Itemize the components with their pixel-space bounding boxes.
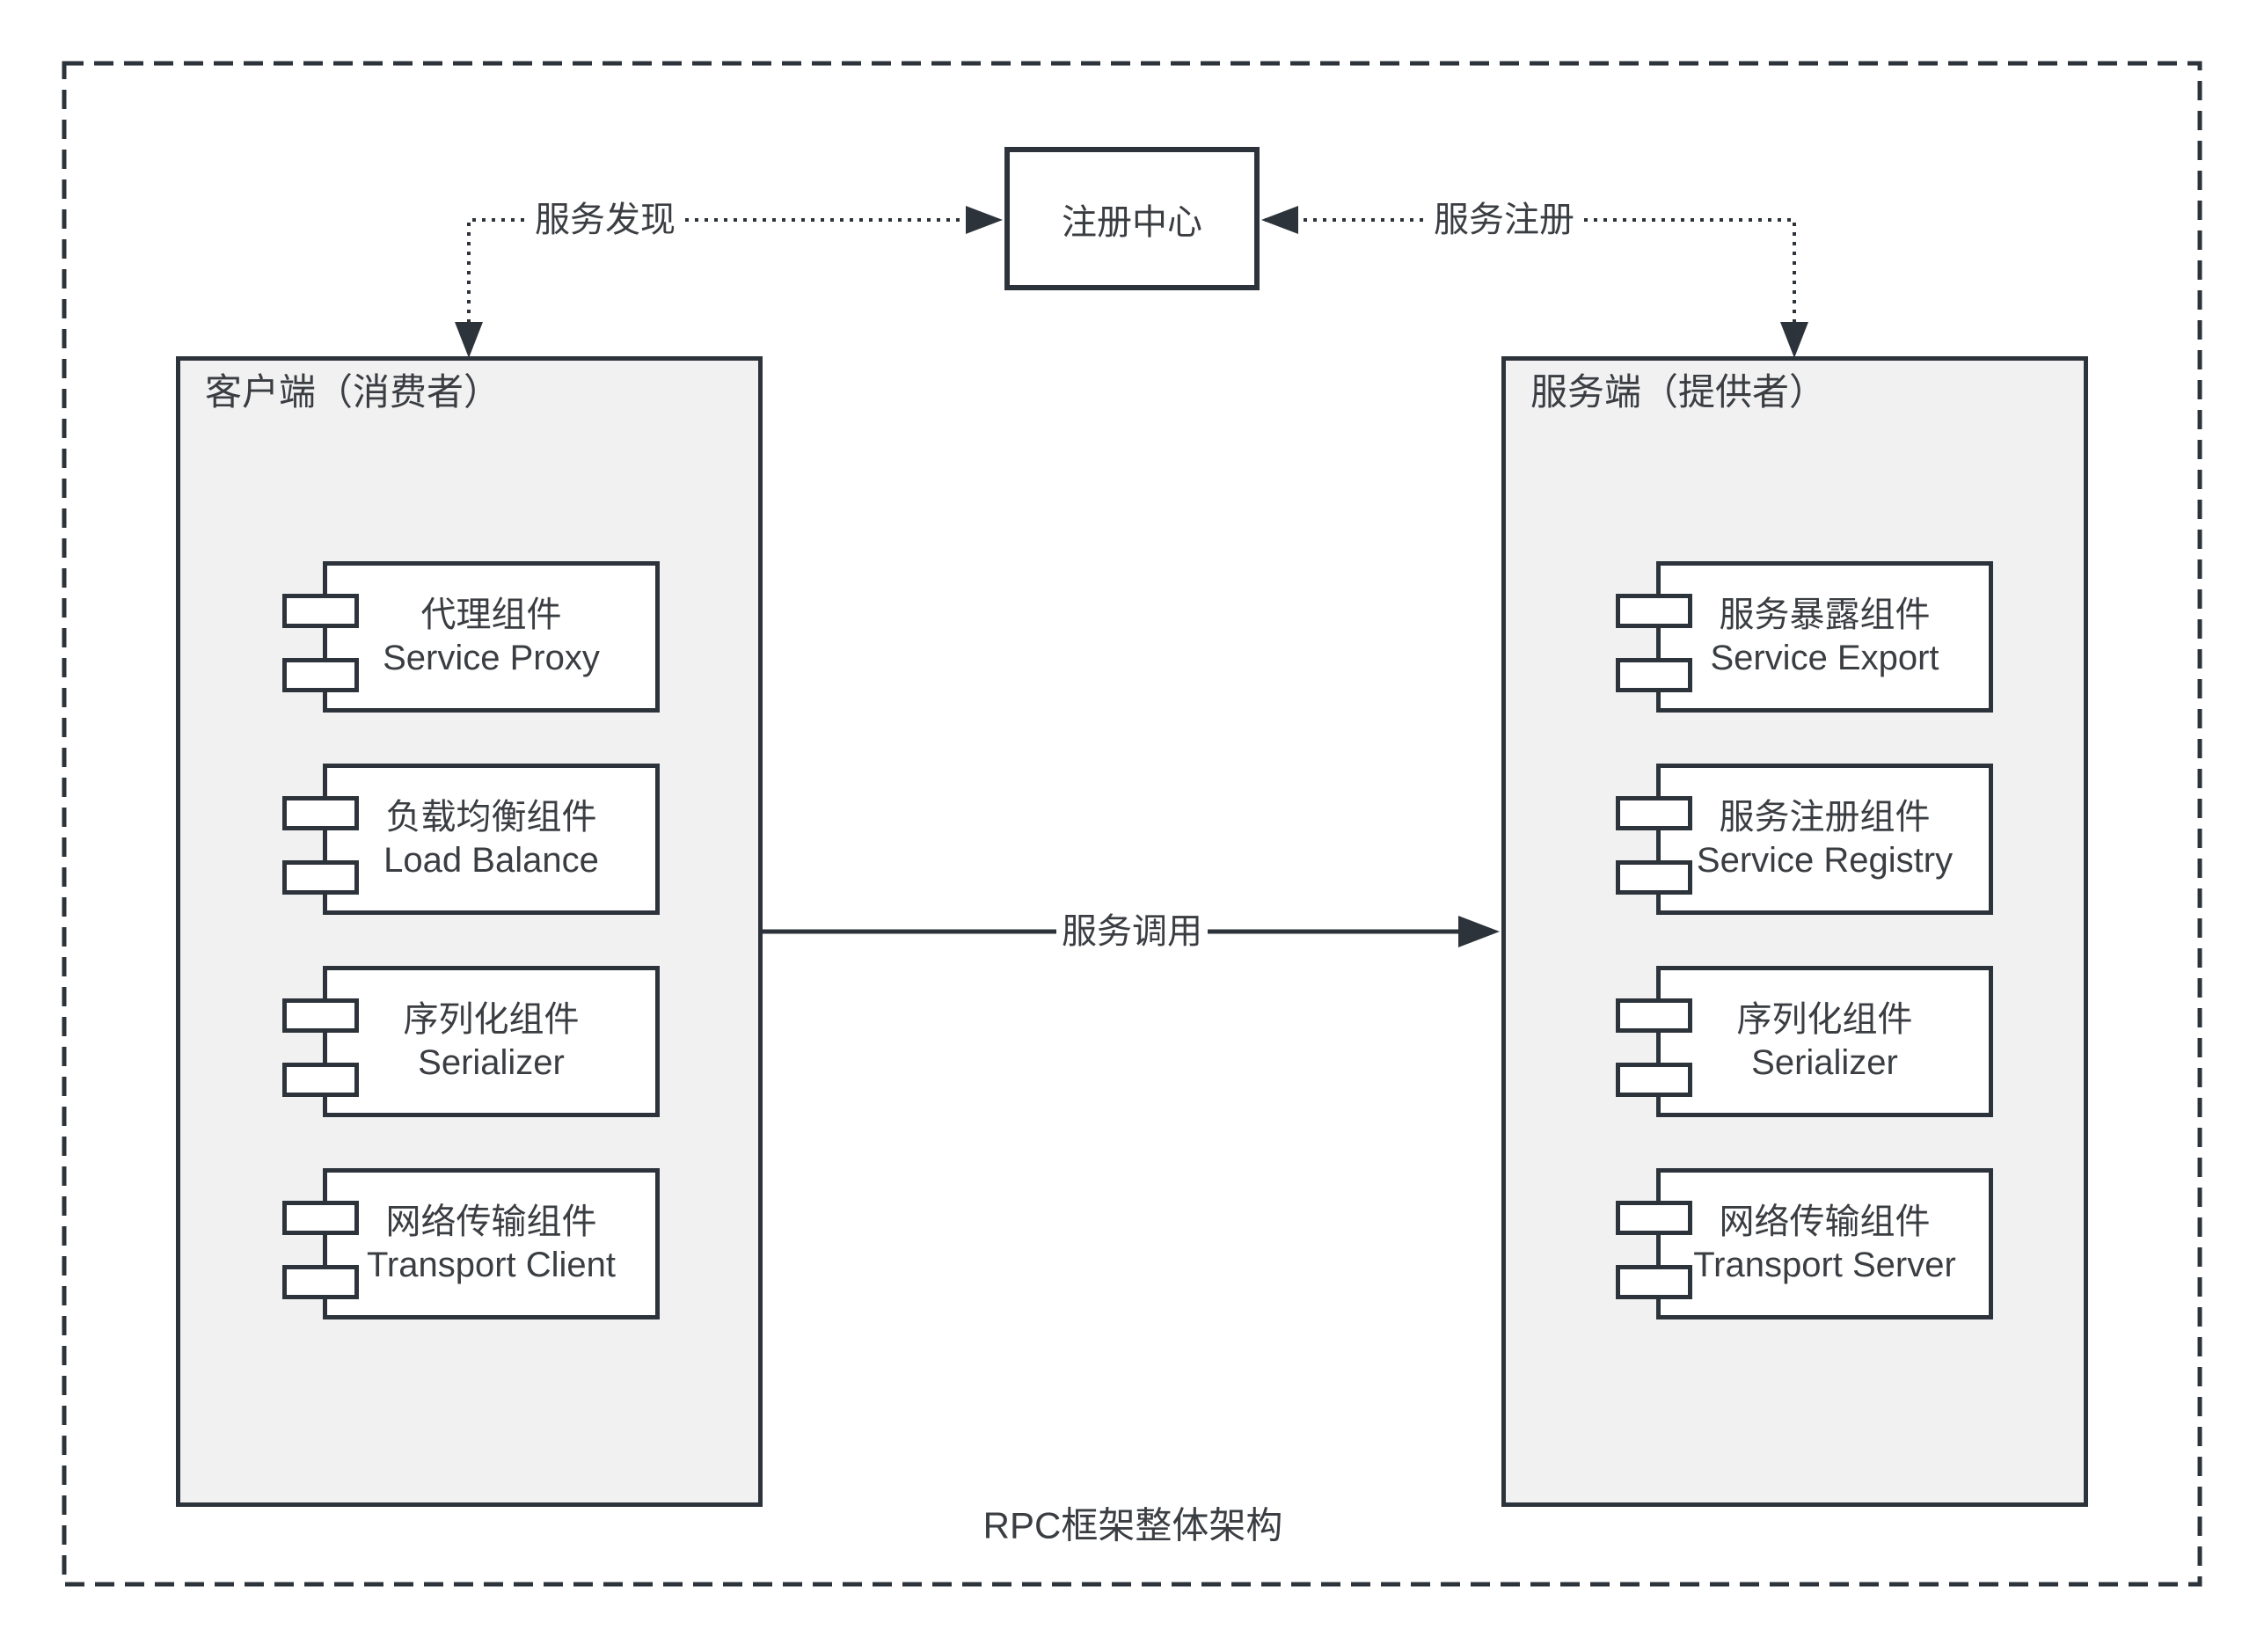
- component-label-en: Serializer: [418, 1043, 565, 1082]
- component-port-icon: [1616, 594, 1692, 628]
- component-label-en: Service Registry: [1696, 841, 1954, 880]
- component-serializer-client: 序列化组件 Serializer: [282, 966, 660, 1117]
- component-service-registry: 服务注册组件 Service Registry: [1616, 764, 1993, 915]
- client-container: 客户端（消费者） 代理组件 Service Proxy 负载均衡组件 Load …: [176, 356, 763, 1507]
- component-port-icon: [282, 1063, 359, 1097]
- arrowhead-invoke-server: [1458, 916, 1500, 947]
- component-serializer-server: 序列化组件 Serializer: [1616, 966, 1993, 1117]
- component-port-icon: [1616, 796, 1692, 830]
- edge-label-service-register: 服务注册: [1428, 197, 1580, 243]
- component-load-balance: 负载均衡组件 Load Balance: [282, 764, 660, 915]
- component-port-icon: [282, 1265, 359, 1299]
- component-port-icon: [282, 1201, 359, 1235]
- component-port-icon: [282, 860, 359, 895]
- component-service-proxy: 代理组件 Service Proxy: [282, 561, 660, 713]
- component-port-icon: [282, 998, 359, 1033]
- arrowhead-register-server: [1780, 322, 1808, 358]
- component-service-export: 服务暴露组件 Service Export: [1616, 561, 1993, 713]
- component-port-icon: [1616, 998, 1692, 1033]
- registry-center-box: 注册中心: [1004, 147, 1260, 290]
- component-port-icon: [282, 594, 359, 628]
- component-label-zh: 服务暴露组件: [1719, 596, 1931, 634]
- registry-center-label: 注册中心: [1062, 202, 1202, 242]
- component-transport-client: 网络传输组件 Transport Client: [282, 1168, 660, 1319]
- component-label-en: Transport Client: [366, 1246, 617, 1284]
- arrowhead-discovery-registry: [966, 206, 1003, 234]
- server-container-title: 服务端（提供者）: [1530, 371, 1827, 413]
- component-port-icon: [282, 796, 359, 830]
- component-transport-server: 网络传输组件 Transport Server: [1616, 1168, 1993, 1319]
- client-container-title: 客户端（消费者）: [205, 371, 501, 413]
- edge-label-service-invoke: 服务调用: [1056, 909, 1208, 954]
- arrowhead-discovery-client: [455, 322, 483, 358]
- component-label-zh: 网络传输组件: [385, 1202, 597, 1241]
- component-label-en: Load Balance: [383, 841, 599, 880]
- component-port-icon: [1616, 1265, 1692, 1299]
- edge-label-service-discovery: 服务发现: [529, 197, 681, 243]
- arrowhead-register-registry: [1261, 206, 1298, 234]
- component-label-zh: 序列化组件: [1736, 1000, 1913, 1039]
- component-port-icon: [1616, 1201, 1692, 1235]
- component-label-zh: 负载均衡组件: [385, 798, 597, 837]
- component-label-zh: 服务注册组件: [1719, 798, 1931, 837]
- component-label-zh: 网络传输组件: [1719, 1202, 1931, 1241]
- component-port-icon: [1616, 860, 1692, 895]
- component-label-en: Service Proxy: [383, 639, 600, 677]
- component-label-en: Serializer: [1751, 1043, 1898, 1082]
- diagram-caption: RPC框架整体架构: [982, 1504, 1283, 1546]
- component-label-en: Service Export: [1710, 639, 1939, 677]
- component-port-icon: [1616, 658, 1692, 692]
- component-port-icon: [1616, 1063, 1692, 1097]
- server-container: 服务端（提供者） 服务暴露组件 Service Export 服务注册组件 Se…: [1501, 356, 2088, 1507]
- component-label-zh: 序列化组件: [403, 1000, 580, 1039]
- component-label-zh: 代理组件: [420, 596, 562, 634]
- component-port-icon: [282, 658, 359, 692]
- component-label-en: Transport Server: [1693, 1246, 1956, 1284]
